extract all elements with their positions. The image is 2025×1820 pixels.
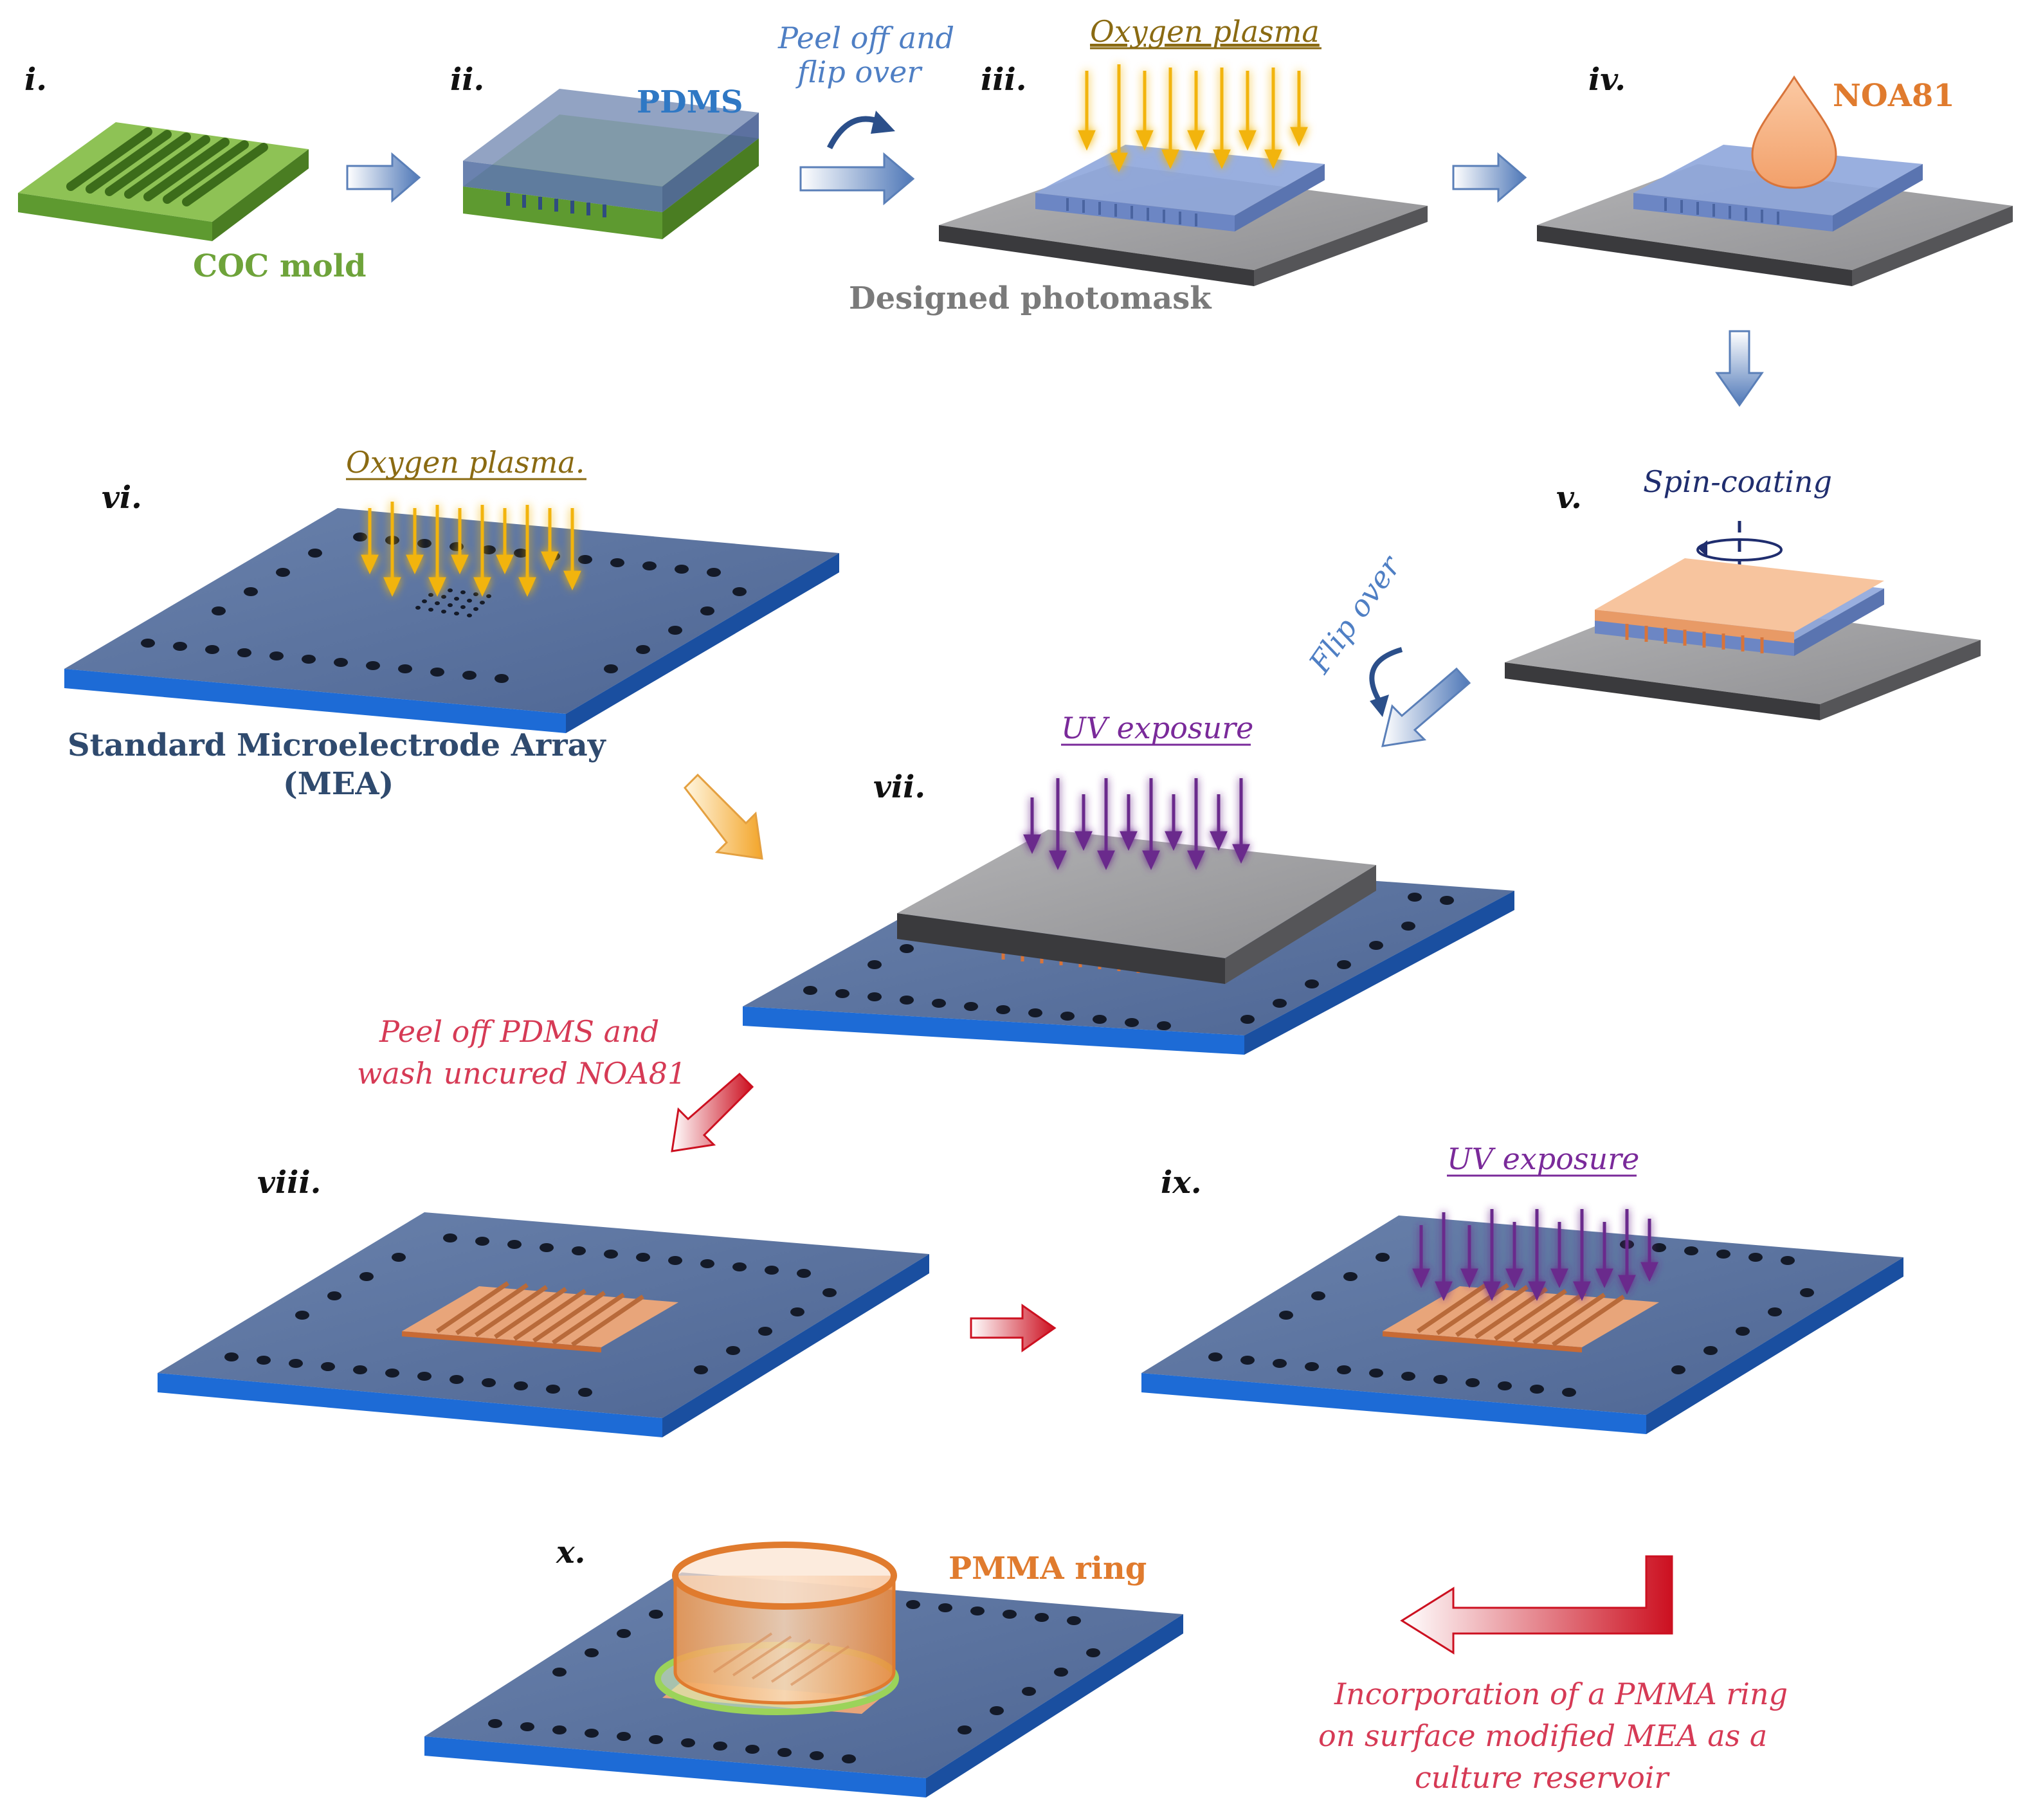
photomask-plasma-illustration bbox=[939, 64, 1428, 286]
designed-photomask-label: Designed photomask bbox=[849, 280, 1212, 316]
flip-over-label: Flip over bbox=[1302, 548, 1408, 680]
step-vii: vii. bbox=[873, 769, 925, 805]
noa81-label: NOA81 bbox=[1833, 78, 1955, 114]
peel-wash-label-2: wash uncured NOA81 bbox=[357, 1056, 686, 1091]
mea-label-1: Standard Microelectrode Array bbox=[68, 727, 607, 763]
arrow-iv-to-v bbox=[1715, 330, 1764, 407]
peel-wash-label-1: Peel off PDMS and bbox=[379, 1014, 659, 1049]
uv-exposure-mea-illustration bbox=[743, 778, 1514, 1055]
incorporation-label-1: Incorporation of a PMMA ring bbox=[1334, 1677, 1788, 1711]
arrow-ii-to-iii bbox=[799, 152, 915, 206]
noa81-drop-illustration bbox=[1537, 75, 2013, 286]
oxygen-plasma-label: Oxygen plasma bbox=[1090, 14, 1320, 49]
incorporation-label-2: on surface modified MEA as a bbox=[1318, 1718, 1767, 1753]
step-viii: viii. bbox=[257, 1165, 321, 1201]
incorporation-label-3: culture reservoir bbox=[1415, 1760, 1670, 1795]
coc-mold-illustration bbox=[18, 122, 309, 241]
peel-flip-label-2: flip over bbox=[795, 55, 923, 89]
peel-flip-label-1: Peel off and bbox=[777, 21, 954, 55]
oxygen-plasma-mea-label: Oxygen plasma. bbox=[346, 445, 585, 480]
pdms-label: PDMS bbox=[637, 84, 743, 120]
arrow-v-to-vii bbox=[1381, 667, 1471, 747]
uv-exposure-noa-illustration bbox=[1141, 1209, 1903, 1434]
spin-coating-label: Spin-coating bbox=[1643, 464, 1832, 499]
arrow-ix-to-x bbox=[1400, 1555, 1673, 1655]
arrow-vii-to-viii bbox=[671, 1072, 754, 1152]
pmma-ring-mea-illustration bbox=[424, 1542, 1183, 1797]
flip-curved-arrowhead bbox=[871, 111, 895, 134]
mea-noa-structure-illustration bbox=[158, 1212, 929, 1437]
arrow-viii-to-ix bbox=[970, 1304, 1057, 1352]
pmma-ring-label: PMMA ring bbox=[949, 1551, 1147, 1587]
step-iv: iv. bbox=[1588, 62, 1626, 98]
arrow-iii-to-iv bbox=[1452, 152, 1527, 203]
pdms-on-mold-illustration bbox=[463, 89, 759, 239]
flip-over-curve bbox=[1369, 647, 1403, 703]
uv-exposure-2-label: UV exposure bbox=[1447, 1142, 1639, 1176]
mea-label-2: (MEA) bbox=[283, 766, 394, 802]
step-vi: vi. bbox=[102, 480, 142, 516]
mea-illustration bbox=[64, 502, 839, 733]
step-v: v. bbox=[1556, 480, 1582, 516]
arrow-i-to-ii bbox=[346, 152, 421, 203]
spin-coating-illustration bbox=[1505, 521, 1981, 720]
step-iii: iii. bbox=[981, 62, 1026, 98]
step-x: x. bbox=[556, 1534, 585, 1570]
coc-mold-label: COC mold bbox=[193, 248, 367, 284]
step-i: i. bbox=[24, 62, 47, 98]
flip-over-curve-head bbox=[1370, 695, 1389, 717]
arrow-vi-to-vii bbox=[684, 773, 763, 860]
step-ix: ix. bbox=[1161, 1165, 1202, 1201]
step-ii: ii. bbox=[450, 62, 484, 98]
uv-exposure-label: UV exposure bbox=[1061, 711, 1253, 745]
